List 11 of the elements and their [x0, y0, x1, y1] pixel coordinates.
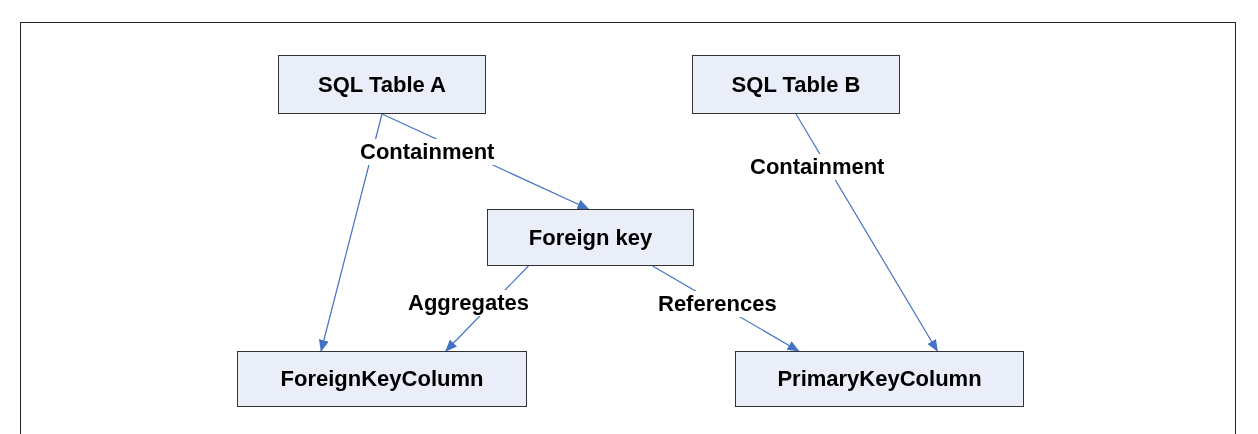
- edge-label: Containment: [358, 139, 497, 165]
- table-box: Foreign key: [487, 209, 694, 266]
- arrow: [319, 113, 383, 352]
- table-box: ForeignKeyColumn: [237, 351, 527, 407]
- table-box: PrimaryKeyColumn: [735, 351, 1024, 407]
- arrow: [795, 113, 938, 352]
- edge-label: Aggregates: [406, 290, 532, 316]
- table-box: SQL Table B: [692, 55, 900, 114]
- edge-label: Containment: [748, 154, 887, 180]
- edge-label: References: [656, 291, 779, 317]
- table-box: SQL Table A: [278, 55, 486, 114]
